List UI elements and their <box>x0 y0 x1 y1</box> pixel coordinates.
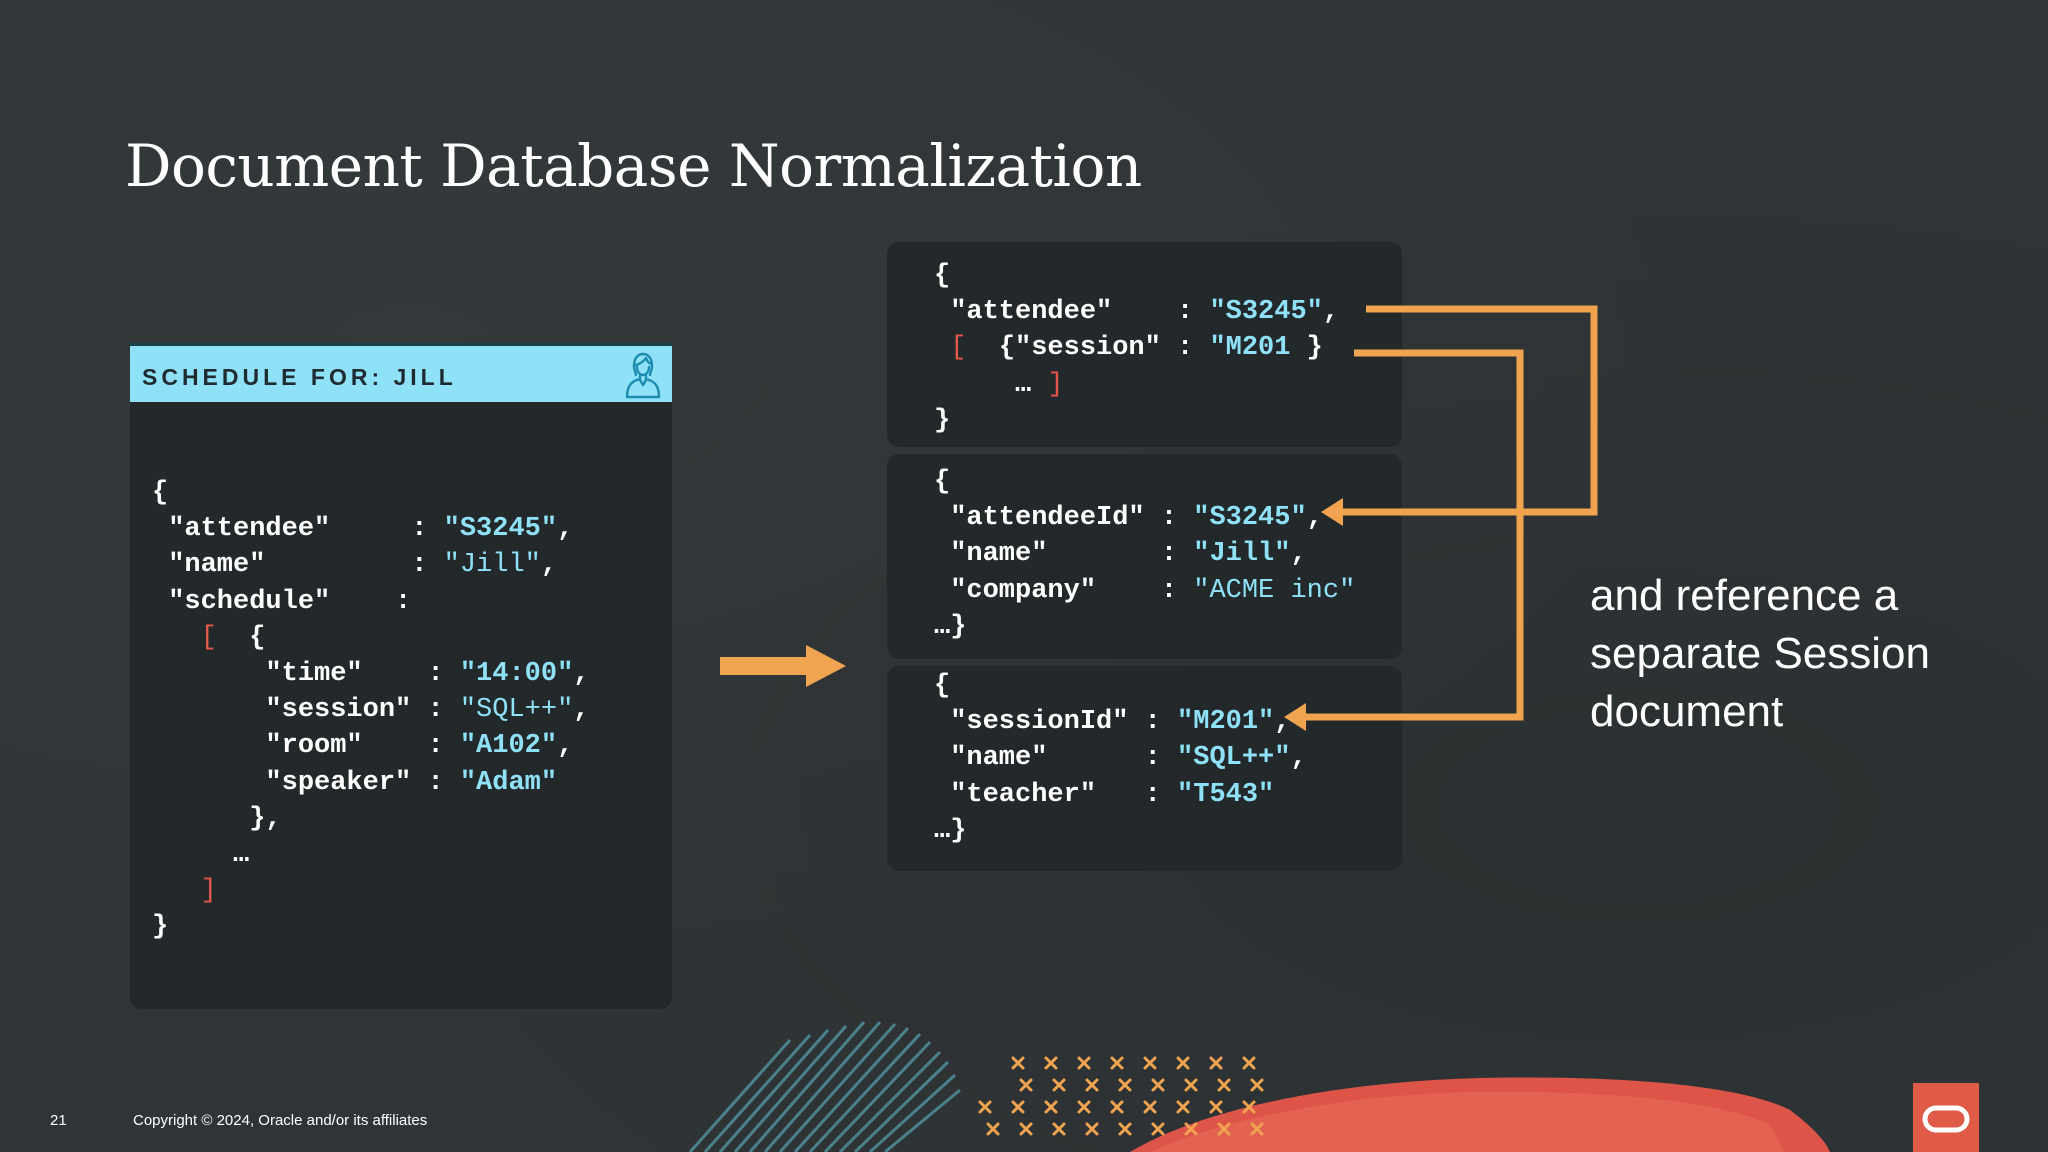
code-brace: { <box>934 261 951 291</box>
attendee-profile-document-card: { "attendeeId" : "S3245", "name" : "Jill… <box>887 454 1402 659</box>
code-key-attendee-id: "attendeeId" : <box>934 503 1194 534</box>
schedule-header-label: SCHEDULE FOR: JILL <box>142 364 457 390</box>
code-key-teacher: "teacher" : <box>934 779 1178 810</box>
code-key-session: "session" : <box>265 695 460 726</box>
session-document-code: { "sessionId" : "M201", "name" : "SQL++"… <box>934 668 1307 849</box>
code-key-attendee: "attendee" : <box>152 514 444 545</box>
code-ellipsis: … <box>1015 369 1032 400</box>
schedule-card: SCHEDULE FOR: JILL { "attendee" : "S3245… <box>130 343 672 1009</box>
code-value-time: "14:00" <box>459 659 574 690</box>
attendee-document-code: { "attendee" : "S3245", [ {"session" : "… <box>934 258 1339 439</box>
attendee-document-card: { "attendee" : "S3245", [ {"session" : "… <box>887 242 1402 447</box>
arrowhead-icon <box>1321 498 1343 526</box>
oracle-logo <box>1913 1083 1979 1152</box>
code-brace-open: { <box>249 622 266 653</box>
person-icon <box>625 352 661 399</box>
code-brace: { <box>934 467 951 497</box>
code-comma: , <box>557 731 574 762</box>
transform-arrow <box>720 645 846 687</box>
code-bracket-open: [ <box>950 333 967 364</box>
code-brace-close: } <box>1290 333 1323 364</box>
code-brace-close: …} <box>934 815 967 846</box>
code-key-schedule: "schedule" : <box>152 586 412 617</box>
hatched-decoration <box>688 1021 961 1152</box>
attendee-profile-document-code: { "attendeeId" : "S3245", "name" : "Jill… <box>934 464 1355 645</box>
code-comma: , <box>573 695 590 726</box>
code-bracket-close: ] <box>1047 369 1064 400</box>
slide-title: Document Database Normalization <box>125 132 1142 200</box>
code-value-company: "ACME inc" <box>1193 575 1356 606</box>
code-comma: , <box>557 514 574 545</box>
schedule-header: SCHEDULE FOR: JILL <box>130 343 672 402</box>
code-value-name: "SQL++" <box>1177 743 1291 774</box>
code-key-name: "name" : <box>934 539 1194 570</box>
code-value-speaker: "Adam" <box>459 767 558 798</box>
code-value-attendee-id: "S3245" <box>1193 503 1307 534</box>
copyright-text: Copyright © 2024, Oracle and/or its affi… <box>133 1112 428 1129</box>
page-number: 21 <box>50 1112 67 1129</box>
code-key-attendee: "attendee" : <box>934 297 1210 328</box>
code-brace: } <box>152 912 169 943</box>
arrowhead-icon <box>1284 703 1306 731</box>
code-comma: , <box>1290 743 1307 774</box>
side-caption: and reference a separate Session documen… <box>1590 571 1930 736</box>
code-comma: , <box>1274 707 1291 738</box>
code-value-session: "SQL++" <box>459 695 574 726</box>
code-ellipsis: … <box>233 840 250 871</box>
code-value-attendee: "S3245" <box>443 514 558 545</box>
code-key-room: "room" : <box>265 731 460 762</box>
cross-pattern-decoration <box>978 1056 1264 1136</box>
code-brace-close: …} <box>934 611 967 642</box>
code-value-room: "A102" <box>459 731 558 762</box>
code-value-session: "M201 <box>1209 333 1291 364</box>
code-value-session-id: "M201" <box>1177 707 1275 738</box>
code-key-speaker: "speaker" : <box>265 767 460 798</box>
session-document-card: { "sessionId" : "M201", "name" : "SQL++"… <box>887 666 1402 871</box>
code-comma: , <box>1306 503 1323 534</box>
code-key-session: {"session" : <box>998 333 1210 364</box>
attendee-reference-arrow <box>1340 305 1598 516</box>
session-reference-arrow <box>1304 349 1524 721</box>
code-key-name: "name" : <box>152 550 444 581</box>
code-comma: , <box>1322 297 1340 328</box>
code-value-name: "Jill" <box>443 550 541 581</box>
code-brace: { <box>934 671 951 701</box>
code-value-name: "Jill" <box>1193 539 1291 570</box>
code-value-teacher: "T543" <box>1177 779 1275 810</box>
code-comma: , <box>1290 539 1307 570</box>
code-comma: , <box>573 659 590 690</box>
schedule-code: { "attendee" : "S3245", "name" : "Jill",… <box>152 475 589 946</box>
code-key-company: "company" : <box>934 575 1194 606</box>
code-key-time: "time" : <box>265 659 460 690</box>
code-brace-close: }, <box>249 803 282 834</box>
code-brace: { <box>152 478 169 508</box>
red-wave-decoration <box>1130 1077 1830 1152</box>
code-comma: , <box>540 550 558 581</box>
code-key-session-id: "sessionId" : <box>934 707 1178 738</box>
code-value-attendee: "S3245" <box>1209 297 1323 328</box>
code-bracket-close: ] <box>200 876 217 907</box>
code-brace: } <box>934 405 951 436</box>
code-key-name: "name" : <box>934 743 1178 774</box>
code-bracket-open: [ <box>200 622 217 653</box>
